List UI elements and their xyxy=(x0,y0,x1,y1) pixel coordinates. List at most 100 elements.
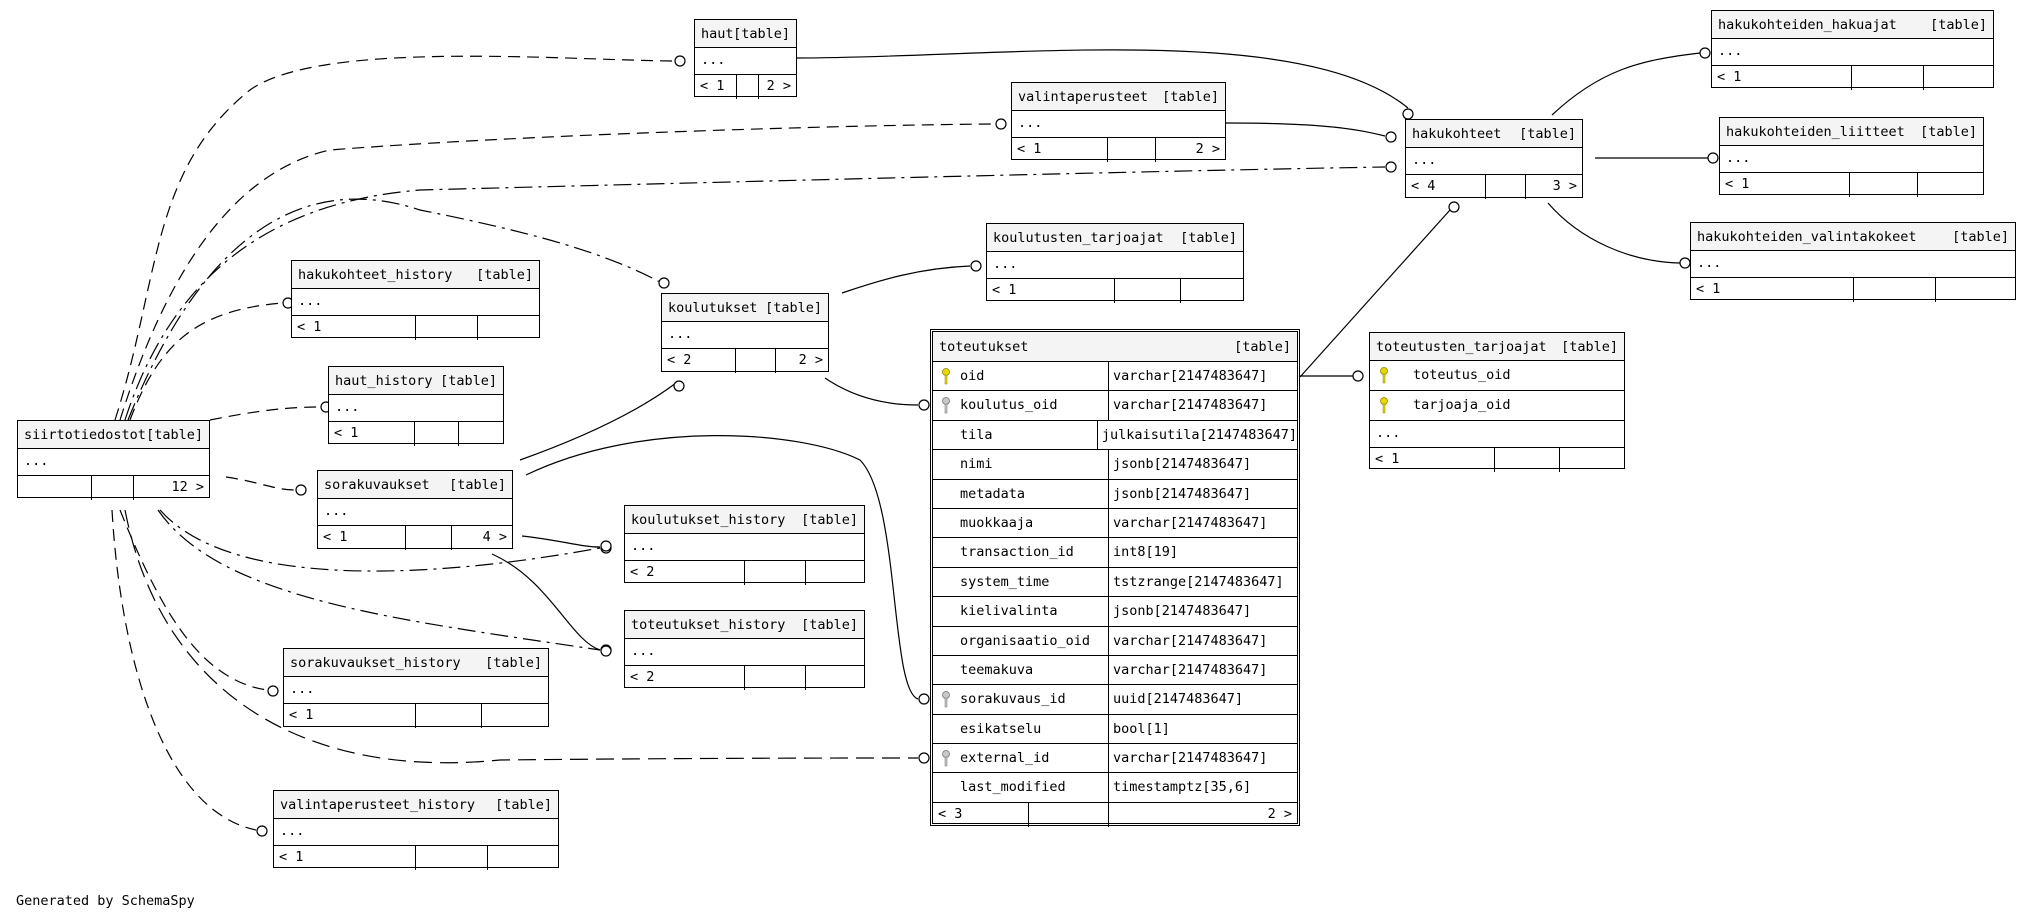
parents-count[interactable]: < 1 xyxy=(695,75,737,99)
column-type: jsonb[2147483647] xyxy=(1113,603,1252,620)
column-type: varchar[2147483647] xyxy=(1113,632,1268,649)
parents-count[interactable]: < 1 xyxy=(274,846,416,870)
column-name: tila xyxy=(933,420,1098,450)
table-footer: 12 > xyxy=(18,476,209,500)
collapsed-columns: ... xyxy=(625,639,864,666)
parents-count[interactable]: < 1 xyxy=(1012,138,1108,162)
table-toteutusten_tarjoajat[interactable]: toteutusten_tarjoajat [table] toteutus_oi… xyxy=(1369,332,1625,472)
parents-count[interactable]: < 2 xyxy=(625,561,745,585)
table-header: valintaperusteet_history[table] xyxy=(274,791,558,819)
column-name: teemakuva xyxy=(933,655,1109,685)
table-footer: < 1 xyxy=(987,279,1243,303)
table-name: sorakuvaukset_history xyxy=(290,655,461,671)
table-footer: < 1 xyxy=(292,316,539,340)
column-name: metadata xyxy=(933,479,1109,508)
edge-siirto-valintaperusteet xyxy=(119,123,996,421)
collapsed-columns: ... xyxy=(695,48,796,75)
column-type: bool[1] xyxy=(1113,720,1170,737)
table-haut_history[interactable]: haut_history [table] ... < 1 xyxy=(328,366,504,446)
column-type: jsonb[2147483647] xyxy=(1113,485,1252,502)
children-count[interactable]: 4 > xyxy=(482,529,507,545)
table-header: koulutusten_tarjoajat[table] xyxy=(987,224,1243,252)
table-koulutukset_history[interactable]: koulutukset_history[table] ... < 2 xyxy=(624,505,865,585)
parents-count[interactable]: < 1 xyxy=(284,704,416,728)
table-hakukohteiden_valintakokeet[interactable]: hakukohteiden_valintakokeet[table] ... <… xyxy=(1690,222,2016,302)
foreign-key-icon xyxy=(942,397,950,414)
children-count[interactable]: 2 > xyxy=(1195,141,1220,157)
table-tag: [table] xyxy=(476,267,533,283)
table-header: valintaperusteet[table] xyxy=(1012,83,1225,111)
table-toteutukset_history[interactable]: toteutukset_history[table] ... < 2 xyxy=(624,610,865,690)
table-sorakuvaukset_history[interactable]: sorakuvaukset_history[table] ... < 1 xyxy=(283,648,549,728)
table-siirtotiedostot[interactable]: siirtotiedostot[table] ... 12 > xyxy=(17,420,210,500)
parents-count[interactable]: < 1 xyxy=(1712,66,1852,90)
parents-count[interactable]: < 1 xyxy=(292,316,416,340)
parents-count[interactable]: < 1 xyxy=(1720,173,1850,197)
table-footer: < 1 xyxy=(1370,448,1624,472)
column-type: jsonb[2147483647] xyxy=(1113,456,1252,473)
table-name: toteutusten_tarjoajat xyxy=(1376,339,1547,355)
edge-hakukohteet-valintakokeet xyxy=(1547,202,1681,264)
table-tag: [table] xyxy=(1561,339,1618,355)
children-count[interactable]: 2 > xyxy=(798,352,823,368)
table-hakukohteet_history[interactable]: hakukohteet_history[table] ... < 1 xyxy=(291,260,540,340)
collapsed-columns: ... xyxy=(329,395,503,422)
table-header: toteutusten_tarjoajat [table] xyxy=(1370,333,1624,361)
children-count[interactable]: 12 > xyxy=(171,479,204,495)
table-tag: [table] xyxy=(1930,17,1987,33)
parents-count[interactable]: < 2 xyxy=(625,666,745,690)
table-tag: [table] xyxy=(146,427,203,443)
table-footer: < 1 xyxy=(284,704,548,728)
table-header: hakukohteiden_liitteet[table] xyxy=(1720,118,1983,146)
table-valintaperusteet_history[interactable]: valintaperusteet_history[table] ... < 1 xyxy=(273,790,559,870)
table-name: haut_history xyxy=(335,373,433,389)
collapsed-columns: ... xyxy=(318,499,512,526)
edge-siirto-sorakuvaukset xyxy=(225,476,296,491)
edge-siirto-haut_history xyxy=(209,406,321,421)
column-name: muokkaaja xyxy=(933,508,1109,538)
table-tag: [table] xyxy=(801,512,858,528)
table-tag: [table] xyxy=(495,797,552,813)
table-tag: [table] xyxy=(440,373,497,389)
parents-count[interactable]: < 1 xyxy=(1691,278,1854,302)
parents-count[interactable]: < 1 xyxy=(318,526,406,550)
table-koulutusten_tarjoajat[interactable]: koulutusten_tarjoajat[table] ... < 1 xyxy=(986,223,1244,303)
column-type: varchar[2147483647] xyxy=(1113,750,1268,767)
primary-key-icon xyxy=(1380,367,1388,384)
table-hakukohteiden_liitteet[interactable]: hakukohteiden_liitteet[table] ... < 1 xyxy=(1719,117,1984,197)
table-tag: [table] xyxy=(765,300,822,316)
column-name: nimi xyxy=(933,450,1109,479)
table-hakukohteiden_hakuajat[interactable]: hakukohteiden_hakuajat[table] ... < 1 xyxy=(1711,10,1994,90)
table-tag: [table] xyxy=(485,655,542,671)
column-type: uuid[2147483647] xyxy=(1113,691,1244,708)
table-name: hakukohteet_history xyxy=(298,267,453,283)
parents-count[interactable]: < 1 xyxy=(987,279,1115,303)
parents-count[interactable]: < 2 xyxy=(662,349,736,373)
collapsed-columns: ... xyxy=(1712,39,1993,66)
column-row: toteutus_oid xyxy=(1370,361,1624,391)
parents-count[interactable]: < 3 xyxy=(933,802,1029,827)
table-header: toteutukset[table] xyxy=(933,332,1297,362)
column-name: transaction_id xyxy=(933,538,1109,567)
edge-koulutukset-toteutukset xyxy=(824,377,919,406)
table-header: koulutukset_history[table] xyxy=(625,506,864,534)
parents-count[interactable]: < 1 xyxy=(1370,448,1495,472)
children-count[interactable]: 2 > xyxy=(1267,805,1292,822)
parents-count[interactable]: < 4 xyxy=(1406,175,1486,199)
children-count[interactable]: 2 > xyxy=(766,78,791,94)
children-count[interactable]: 3 > xyxy=(1552,178,1577,194)
edge-sorakuvaukset-toteutukset_history xyxy=(491,553,601,651)
parents-count[interactable]: < 1 xyxy=(329,422,415,446)
